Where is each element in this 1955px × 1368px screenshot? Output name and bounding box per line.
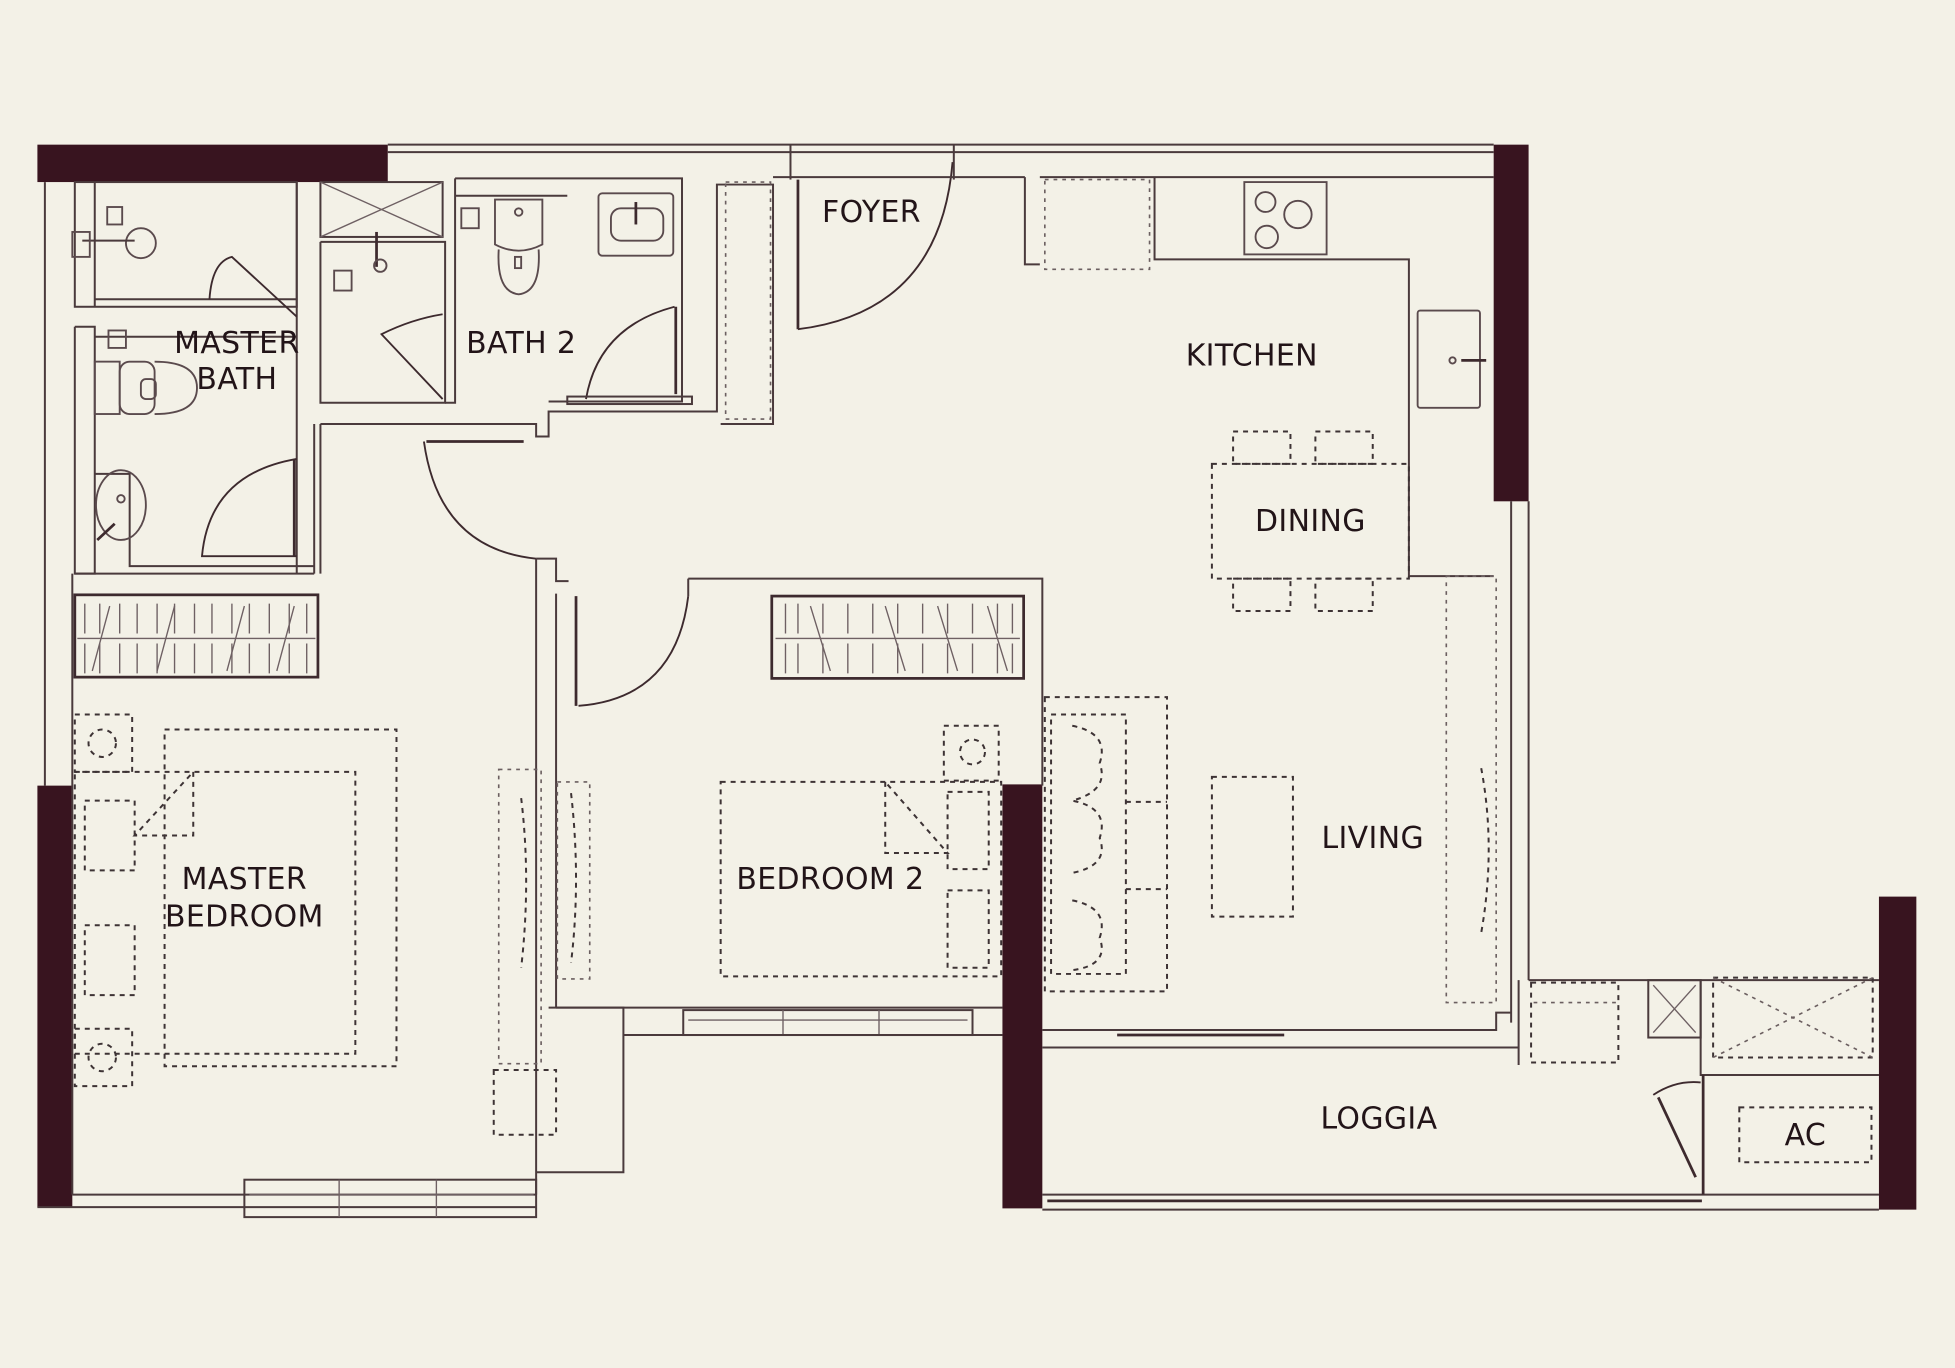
bedside-table-2b-icon	[73, 1027, 134, 1088]
kitchen-area	[1039, 176, 1494, 578]
sofa-icon	[1043, 696, 1169, 993]
corridor-door-icon	[422, 441, 537, 560]
toilet-icon	[93, 360, 198, 415]
toilet-2-icon	[494, 198, 544, 296]
label-loggia: LOGGIA	[1320, 1102, 1437, 1137]
bed-master-icon	[163, 728, 398, 1068]
dining-table-icon	[1210, 430, 1410, 613]
master-bedroom-area	[71, 573, 558, 1219]
label-living: LIVING	[1321, 821, 1424, 856]
entry-door-icon	[797, 162, 954, 331]
label-bath-2: BATH 2	[466, 326, 576, 361]
master-bath-door-icon	[200, 457, 297, 558]
coffee-table-icon	[1210, 775, 1294, 918]
structural-walls	[37, 144, 1917, 1210]
room-labels: MASTER BATH BATH 2 FOYER KITCHEN DINING …	[165, 195, 1826, 1153]
bath-2-area	[319, 177, 693, 406]
pillow-master-icon	[132, 771, 195, 837]
shower-door-icon	[208, 255, 298, 318]
shower-icon	[71, 206, 157, 260]
label-master-bedroom: MASTER	[182, 862, 307, 897]
basin-icon	[95, 469, 147, 541]
label-master-bedroom-2: BEDROOM	[165, 900, 324, 935]
tv-console-master-icon	[497, 768, 542, 1065]
fridge-icon	[1044, 178, 1151, 271]
desk-chair-icon	[492, 1068, 558, 1136]
label-master-bath: MASTER	[174, 326, 299, 361]
bedroom-2-door-icon	[578, 595, 690, 707]
label-dining: DINING	[1255, 504, 1366, 539]
pillow-icon	[884, 781, 950, 854]
tv-console-2-icon	[556, 781, 591, 980]
label-kitchen: KITCHEN	[1186, 338, 1318, 373]
bedroom-2-area	[556, 594, 1026, 1037]
shower-head-icon	[333, 231, 388, 292]
wall-left-lower	[37, 785, 73, 1208]
window-master-icon	[243, 1178, 538, 1219]
bedside-table-2-icon	[942, 724, 1000, 782]
label-master-bath-2: BATH	[196, 362, 277, 397]
bedside-table-icon	[73, 713, 134, 773]
ac-ledge-icon	[1712, 976, 1874, 1059]
corridor-walls	[319, 181, 1044, 1195]
label-ac: AC	[1785, 1118, 1827, 1153]
hob-icon	[1243, 181, 1328, 256]
wall-top-left	[37, 144, 388, 183]
basin-2-icon	[597, 192, 675, 257]
wardrobe-master-icon	[73, 593, 320, 679]
floor-trap-icon	[107, 329, 127, 349]
tv-icon	[1480, 767, 1490, 933]
bath-2-door-icon	[585, 305, 675, 400]
service-door-icon	[1652, 1081, 1701, 1096]
shower-door-2-icon	[379, 313, 444, 400]
tv-console-icon	[1445, 575, 1497, 1004]
washer-icon	[1530, 981, 1620, 1064]
window-bedroom-2-icon	[623, 1009, 1003, 1037]
foyer-area	[773, 144, 1040, 331]
wardrobe-2-icon	[770, 594, 1026, 680]
label-bedroom-2: BEDROOM 2	[736, 862, 924, 897]
wall-top-right	[1493, 144, 1529, 502]
wall-center-column	[1002, 784, 1043, 1209]
label-foyer: FOYER	[822, 195, 921, 230]
living-area	[1042, 575, 1519, 1049]
kitchen-sink-icon	[1416, 309, 1487, 409]
loggia-area	[1042, 976, 1879, 1211]
bed-2-icon	[719, 780, 1003, 978]
wall-right-loggia	[1878, 896, 1917, 1210]
master-bath-area	[71, 181, 316, 575]
floor-trap-2-icon	[460, 207, 480, 230]
